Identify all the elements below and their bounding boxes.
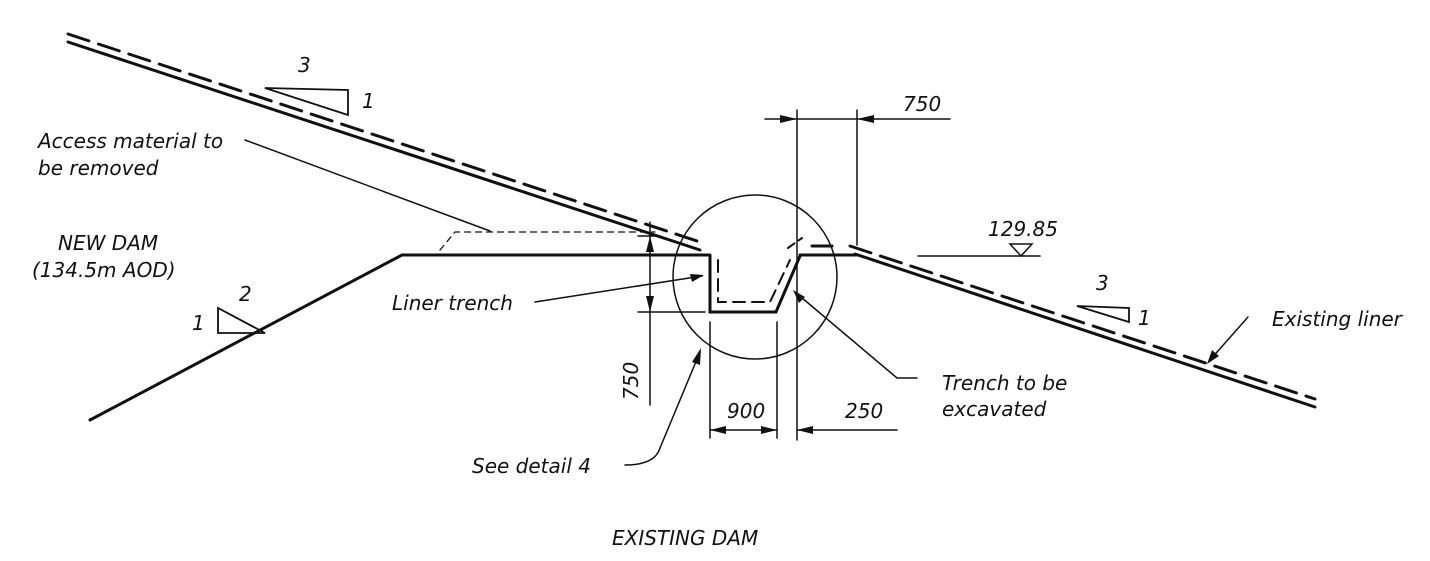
existing-right-slope bbox=[810, 244, 1317, 409]
slope-right-run: 3 bbox=[1096, 271, 1109, 295]
slope-triangle-right bbox=[1076, 305, 1130, 324]
liner-trench-arrowhead bbox=[690, 274, 704, 282]
slope-triangle-left bbox=[217, 306, 266, 334]
see-detail-label: See detail 4 bbox=[472, 454, 591, 478]
slope-triangle-upper-left bbox=[264, 87, 349, 117]
liner-trench bbox=[708, 237, 803, 314]
new-dam-outline bbox=[88, 253, 860, 422]
new-dam-label: NEW DAM bbox=[58, 231, 158, 255]
trench-excavated-arrowhead bbox=[793, 290, 805, 303]
slope-upper-run: 3 bbox=[298, 53, 311, 77]
existing-upper-slope bbox=[66, 32, 702, 252]
liner-trench-label: Liner trench bbox=[392, 291, 513, 315]
existing-liner-arrowhead bbox=[1207, 350, 1219, 364]
slope-left-rise: 1 bbox=[192, 311, 205, 335]
see-detail-arrowhead bbox=[692, 348, 701, 365]
dimension-900-250 bbox=[709, 321, 898, 439]
slope-upper-rise: 1 bbox=[362, 89, 375, 113]
existing-liner-label: Existing liner bbox=[1272, 307, 1404, 331]
trench-excavated-label: Trench to be bbox=[942, 371, 1067, 395]
see-detail-leader bbox=[624, 351, 701, 466]
detail-circle bbox=[672, 194, 838, 360]
access-material-label: Access material to bbox=[36, 129, 223, 153]
new-dam-elevation: (134.5m AOD) bbox=[32, 258, 176, 282]
liner-trench-leader bbox=[534, 275, 703, 303]
existing-dam-label: EXISTING DAM bbox=[612, 526, 758, 550]
slope-right-rise: 1 bbox=[1138, 306, 1151, 330]
dimension-depth-label: 750 bbox=[619, 362, 643, 400]
level-label: 129.85 bbox=[988, 217, 1058, 241]
dimension-top-750 bbox=[764, 109, 951, 441]
access-material-leader bbox=[244, 139, 491, 232]
trench-excavated-leader bbox=[794, 291, 918, 379]
level-marker bbox=[917, 243, 1041, 258]
slope-left-run: 2 bbox=[239, 282, 252, 306]
dimension-top-label: 750 bbox=[903, 92, 941, 116]
trench-excavated-label-2: excavated bbox=[942, 397, 1047, 421]
access-material-outline bbox=[439, 231, 656, 251]
dimension-900-label: 900 bbox=[727, 399, 765, 423]
existing-liner-leader bbox=[1209, 316, 1249, 361]
dimension-depth-750 bbox=[637, 221, 706, 406]
access-material-label-2: be removed bbox=[38, 156, 159, 180]
dimension-250-label: 250 bbox=[845, 399, 883, 423]
